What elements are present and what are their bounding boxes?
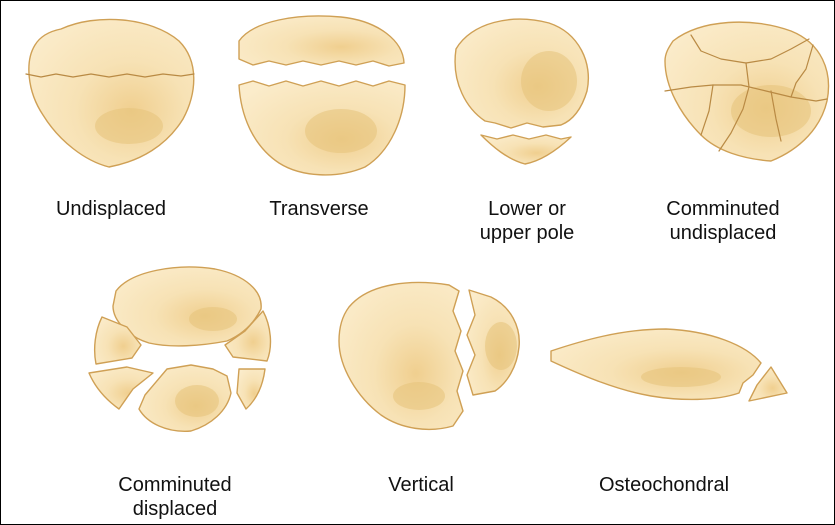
- vertical-patella-figure: [339, 283, 519, 430]
- label-osteochondral: Osteochondral: [569, 473, 759, 497]
- label-comminuted-displaced: Comminuted displaced: [95, 473, 255, 521]
- comminuted-undisplaced-patella-figure: [665, 22, 829, 161]
- label-undisplaced: Undisplaced: [31, 197, 191, 221]
- undisplaced-patella-figure: [26, 19, 194, 167]
- transverse-patella-figure: [239, 16, 405, 175]
- label-comminuted-undisplaced: Comminuted undisplaced: [643, 197, 803, 245]
- osteochondral-patella-figure: [551, 329, 787, 401]
- label-lower-upper-pole: Lower or upper pole: [447, 197, 607, 245]
- label-vertical: Vertical: [341, 473, 501, 497]
- label-transverse: Transverse: [239, 197, 399, 221]
- comminuted-displaced-patella-figure: [89, 267, 270, 431]
- lower-upper-pole-patella-figure: [455, 19, 588, 164]
